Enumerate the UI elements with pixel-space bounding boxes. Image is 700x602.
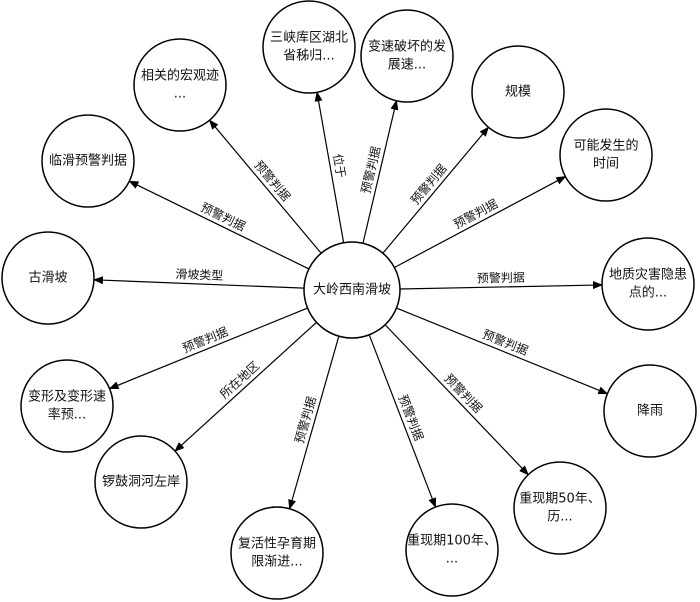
node-n2[interactable] <box>360 9 454 103</box>
edge-n3 <box>382 126 490 254</box>
edge-label-n4: 预警判据 <box>451 196 500 232</box>
node-label-n9-line-2: 限渐进... <box>251 555 302 570</box>
edge-label-n12: 滑坡类型 <box>175 267 224 283</box>
center-node[interactable] <box>303 241 401 339</box>
node-n3[interactable] <box>471 45 565 139</box>
edge-n14 <box>208 119 322 254</box>
node-label-n14-line-1: 相关的宏观迹 <box>141 68 219 84</box>
node-label-n1-line-1: 三峡库区湖北 <box>270 30 348 46</box>
edge-n7 <box>384 324 529 476</box>
edge-n10 <box>174 321 317 452</box>
node-n9[interactable] <box>230 506 324 600</box>
edge-n4 <box>394 176 567 269</box>
node-n12[interactable] <box>1 231 95 325</box>
node-label-n4-line-1: 可能发生的 <box>573 138 638 154</box>
node-label-n8-line-1: 重现期100年、 <box>407 533 497 549</box>
edge-label-n8: 预警判据 <box>396 392 427 442</box>
node-label-n9-line-1: 复活性孕育期 <box>238 536 316 552</box>
node-label-n11-line-1: 变形及变形速 <box>28 389 106 405</box>
node-label-n13-line-1: 临滑预警判据 <box>49 153 127 169</box>
edge-label-n11: 预警判据 <box>180 324 230 356</box>
node-label-n2-line-1: 变速破坏的发 <box>368 39 446 55</box>
edge-n11 <box>108 307 308 390</box>
node-label-n2-line-2: 展速... <box>388 58 426 73</box>
edge-label-n2: 预警判据 <box>358 145 384 195</box>
node-label-n14-line-2: ... <box>174 87 186 102</box>
node-label-n10-line-1: 锣鼓洞河左岸 <box>102 475 180 490</box>
node-n1[interactable] <box>262 0 356 94</box>
node-n14[interactable] <box>133 38 227 132</box>
edge-label-n7: 预警判据 <box>442 371 486 416</box>
edge-n9 <box>288 335 340 510</box>
edge-n8 <box>368 334 437 508</box>
node-n11[interactable] <box>20 359 114 453</box>
edge-label-n14: 预警判据 <box>251 157 293 203</box>
edge-n1 <box>314 91 345 243</box>
node-label-n7-line-2: 历... <box>547 510 572 525</box>
node-n7[interactable] <box>513 461 607 555</box>
node-label-n7-line-1: 重现期50年、 <box>519 491 601 507</box>
node-label-n4-line-2: 时间 <box>593 157 619 172</box>
edge-n5 <box>399 281 604 290</box>
edge-n2 <box>362 99 399 244</box>
node-n5[interactable] <box>601 237 695 331</box>
edge-label-n10: 所在地区 <box>217 359 262 402</box>
edge-label-n5: 预警判据 <box>477 269 525 285</box>
node-label-n11-line-2: 率预... <box>48 407 86 423</box>
node-label-n8-line-2: ... <box>446 552 458 567</box>
node-n10[interactable] <box>94 435 188 529</box>
edge-label-n6: 预警判据 <box>480 326 530 358</box>
edge-label-n13: 预警判据 <box>198 199 248 234</box>
edge-label-n1: 位于 <box>330 153 349 179</box>
node-label-n5-line-2: 点的... <box>629 285 667 301</box>
node-label-n1-line-2: 省秭归... <box>283 49 334 64</box>
node-n4[interactable] <box>559 108 653 202</box>
node-n13[interactable] <box>41 114 135 208</box>
node-label-n12-line-1: 古滑坡 <box>28 271 67 286</box>
edge-label-n3: 预警判据 <box>407 161 449 207</box>
edge-n6 <box>396 307 609 395</box>
node-label-n6-line-1: 降雨 <box>637 404 663 419</box>
node-n6[interactable] <box>603 364 697 458</box>
center-node-label: 大岭西南滑坡 <box>313 282 391 298</box>
edge-n13 <box>128 180 310 270</box>
edge-n12 <box>92 276 305 289</box>
node-label-n5-line-1: 地质灾害隐患 <box>609 267 687 283</box>
node-n8[interactable] <box>405 503 499 597</box>
node-label-n3-line-1: 规模 <box>505 85 531 100</box>
